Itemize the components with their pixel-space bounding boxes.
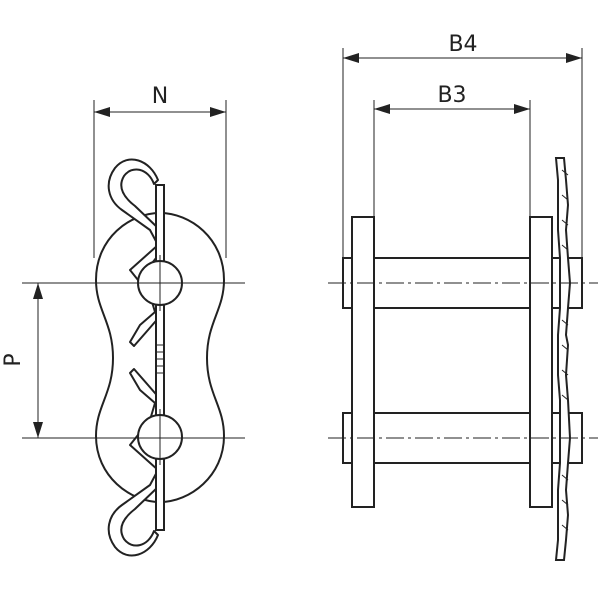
dimension-n-label: N <box>152 84 168 109</box>
dimension-b4-label: B4 <box>448 32 477 57</box>
right-plate <box>529 216 553 508</box>
dimension-n: N <box>93 84 227 258</box>
dimension-p: P <box>1 282 245 439</box>
dimension-b4: B4 <box>342 32 583 258</box>
side-view <box>328 157 598 561</box>
dimension-b3: B3 <box>373 83 531 217</box>
spring-clip <box>107 158 165 557</box>
front-view <box>94 158 226 557</box>
dimension-p-label: P <box>1 353 26 366</box>
clip-side <box>554 157 572 561</box>
left-plate <box>351 216 375 508</box>
dimension-b3-label: B3 <box>437 83 466 108</box>
